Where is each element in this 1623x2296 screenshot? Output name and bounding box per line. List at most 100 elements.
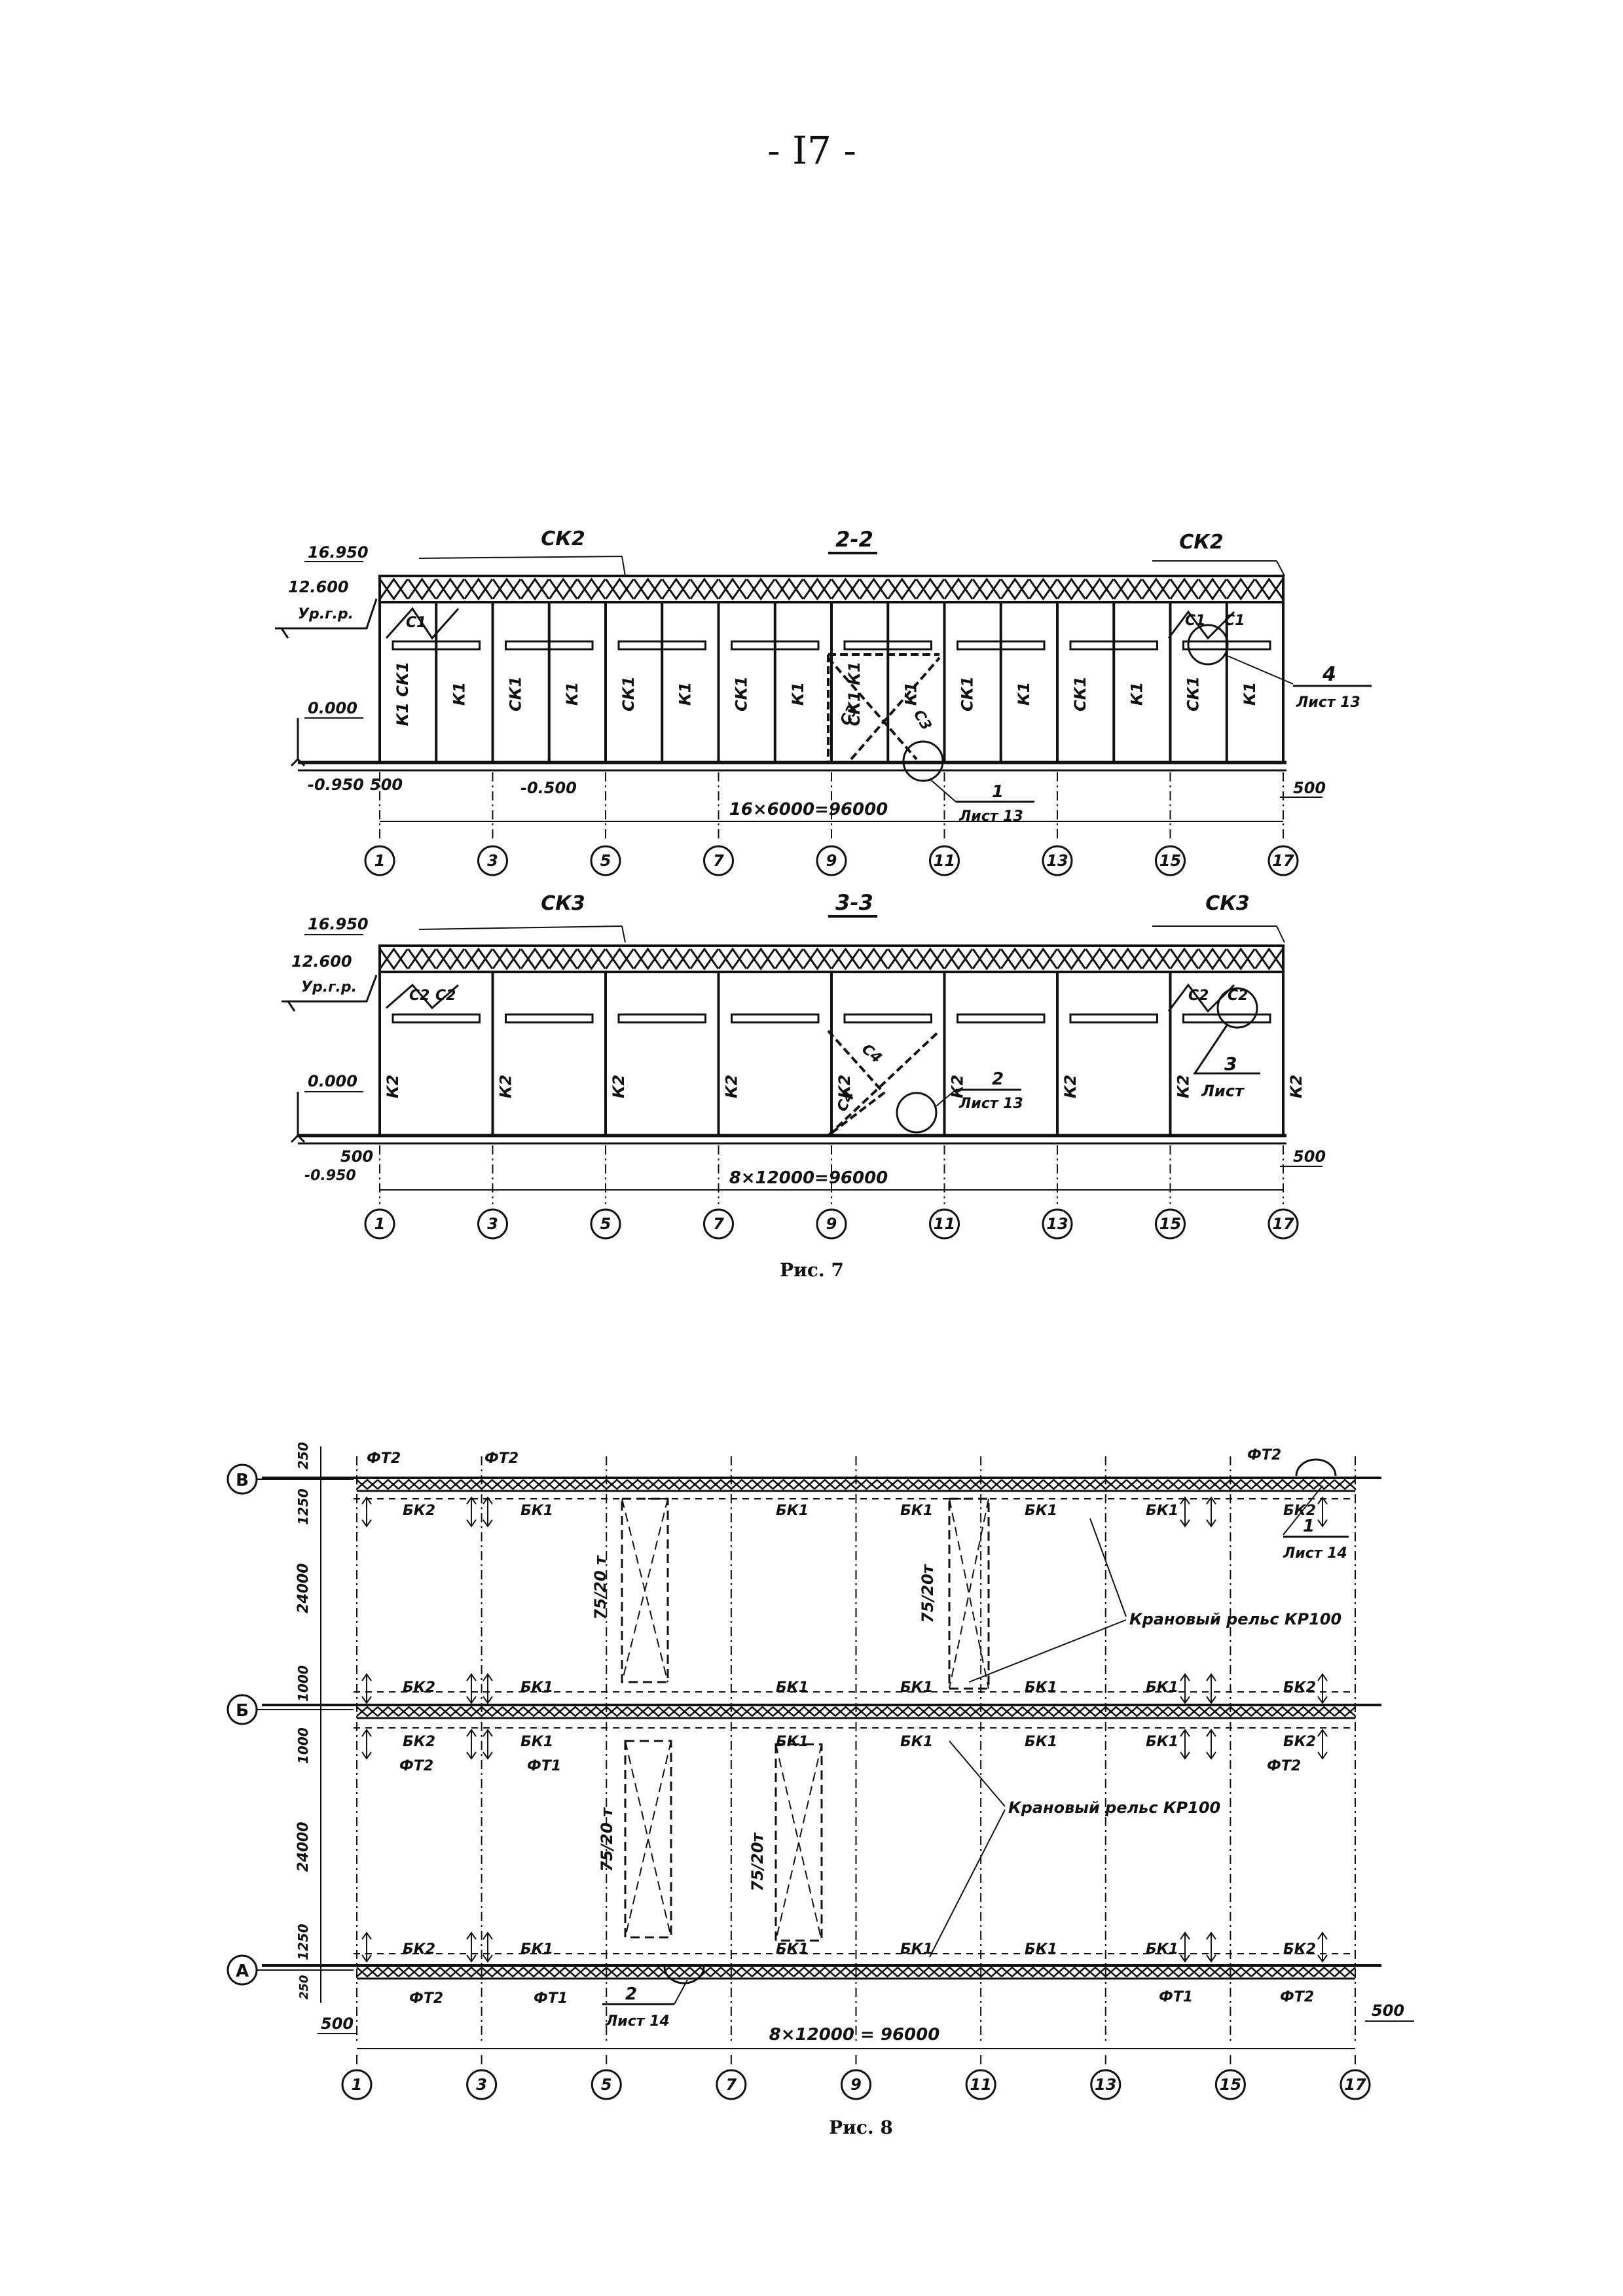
truss-panel bbox=[938, 1966, 961, 1978]
axis-label: 15 bbox=[1220, 2075, 1241, 2094]
row-axis-label: А bbox=[236, 1962, 249, 1981]
truss-label: ФТ2 bbox=[1247, 1447, 1281, 1463]
crane-beam-segment bbox=[505, 1013, 594, 1024]
column-label: К1 bbox=[1127, 682, 1146, 706]
truss-panel bbox=[1125, 1706, 1148, 1717]
brace-label: С1 bbox=[406, 615, 426, 631]
crane-beam bbox=[392, 1013, 1271, 1024]
axis-label: 15 bbox=[1159, 1215, 1181, 1233]
truss-panel bbox=[435, 948, 465, 970]
figure-caption: Рис. 8 bbox=[829, 2117, 893, 2138]
truss-panel bbox=[418, 1479, 441, 1490]
truss-panel bbox=[959, 1706, 982, 1717]
column-label: К2 bbox=[1287, 1075, 1305, 1098]
axis-label: 11 bbox=[970, 2075, 991, 2094]
axis-label: 5 bbox=[601, 2075, 612, 2094]
callout-sheet: Лист 13 bbox=[958, 808, 1023, 825]
column-label: К2 bbox=[1061, 1075, 1080, 1098]
column-label: СК1 bbox=[507, 676, 525, 711]
beam-label: БК1 bbox=[900, 1503, 933, 1519]
axis-bubble bbox=[591, 2069, 622, 2100]
truss-panel bbox=[1000, 1479, 1024, 1490]
callout-num: 3 bbox=[1224, 1053, 1237, 1075]
vertical-dim: 250 bbox=[297, 1975, 311, 2000]
column-label: К1 СК1 bbox=[393, 662, 412, 726]
truss-panel bbox=[439, 1706, 462, 1717]
truss-panel bbox=[1292, 1479, 1315, 1490]
truss-panel bbox=[668, 1966, 691, 1978]
span-dimension: 16×6000=96000 bbox=[729, 800, 888, 819]
truss-panel bbox=[689, 948, 720, 970]
brace-label: С1 bbox=[1224, 613, 1245, 629]
direction-arrow bbox=[361, 1729, 372, 1760]
truss-panel bbox=[576, 578, 606, 600]
beam-label: БК2 bbox=[1283, 1503, 1316, 1519]
callout-sheet: Лист 13 bbox=[958, 1096, 1023, 1112]
truss-panel bbox=[564, 1479, 587, 1490]
truss-panel bbox=[1167, 1706, 1190, 1717]
truss-panel bbox=[1146, 1479, 1169, 1490]
truss-panel bbox=[1188, 1966, 1211, 1978]
truss-panel bbox=[606, 1706, 629, 1717]
offset-left: 500 bbox=[321, 2015, 354, 2033]
truss-panel bbox=[1209, 1479, 1231, 1490]
truss-panel bbox=[418, 1706, 441, 1717]
crane-beam-segment bbox=[392, 1013, 481, 1024]
truss-panel bbox=[813, 1479, 837, 1490]
axis-label: 17 bbox=[1344, 2075, 1366, 2094]
truss-panel bbox=[855, 1479, 878, 1490]
truss-panel bbox=[802, 948, 832, 970]
beam-label: БК1 bbox=[900, 1734, 933, 1750]
truss-panel bbox=[1250, 1966, 1273, 1978]
crane-beam-segment bbox=[617, 1013, 706, 1024]
truss-panel bbox=[397, 1966, 420, 1978]
truss-panel bbox=[943, 578, 974, 600]
truss-label: ФТ2 bbox=[399, 1758, 433, 1774]
beam-label: БК1 bbox=[1025, 1679, 1057, 1696]
crane-capacity: 75/20 т bbox=[591, 1554, 610, 1620]
truss-panel bbox=[492, 578, 522, 600]
axis-bubble bbox=[1267, 1208, 1299, 1240]
axis-bubble bbox=[590, 845, 621, 876]
truss-panel bbox=[1000, 1706, 1024, 1717]
axis-label: 9 bbox=[826, 852, 837, 870]
axis-bubble bbox=[1214, 2069, 1246, 2100]
truss-panel bbox=[1146, 1966, 1169, 1978]
truss-panel bbox=[831, 578, 860, 600]
crane-capacity: 75/20т bbox=[919, 1563, 937, 1623]
truss-panel bbox=[548, 948, 578, 970]
crane-outline: 75/20т bbox=[748, 1743, 823, 1942]
truss-panel bbox=[938, 1479, 961, 1490]
brace-label: С3 bbox=[910, 708, 934, 734]
truss-panel bbox=[1230, 1706, 1252, 1717]
truss-panel bbox=[1250, 1479, 1273, 1490]
truss-panel bbox=[774, 578, 804, 600]
elev-rail: 12.600 bbox=[288, 578, 349, 596]
truss-panel bbox=[1313, 1479, 1336, 1490]
truss-panel bbox=[576, 948, 606, 970]
truss-panel bbox=[376, 1706, 400, 1717]
roof-truss bbox=[379, 948, 1284, 970]
truss-panel bbox=[1226, 948, 1256, 970]
truss-panel bbox=[1197, 948, 1228, 970]
truss-panel bbox=[689, 1479, 712, 1490]
beam-label: БК1 bbox=[1025, 1941, 1057, 1958]
beam-label: БК1 bbox=[776, 1941, 809, 1958]
crane-rail-label: Крановый рельс КР100 bbox=[1129, 1610, 1341, 1628]
truss-panel bbox=[1021, 1479, 1044, 1490]
truss-panel bbox=[813, 1706, 837, 1717]
beam-label: БК1 bbox=[1146, 1503, 1178, 1519]
elev-bottom: -0.950 bbox=[304, 1168, 356, 1184]
crane-rail-label: Крановый рельс КР100 bbox=[1008, 1799, 1220, 1817]
column-label: К1 bbox=[789, 682, 807, 706]
truss-panel bbox=[917, 1966, 941, 1978]
axis-label: 17 bbox=[1272, 852, 1294, 870]
direction-arrow bbox=[361, 1673, 372, 1704]
column-label: СК1 bbox=[1071, 676, 1089, 711]
direction-arrow bbox=[466, 1931, 477, 1963]
truss-panel bbox=[1125, 1479, 1148, 1490]
truss-panel bbox=[481, 1479, 503, 1490]
beam-label: БК1 bbox=[900, 1679, 933, 1696]
axis-bubble bbox=[341, 2069, 373, 2100]
